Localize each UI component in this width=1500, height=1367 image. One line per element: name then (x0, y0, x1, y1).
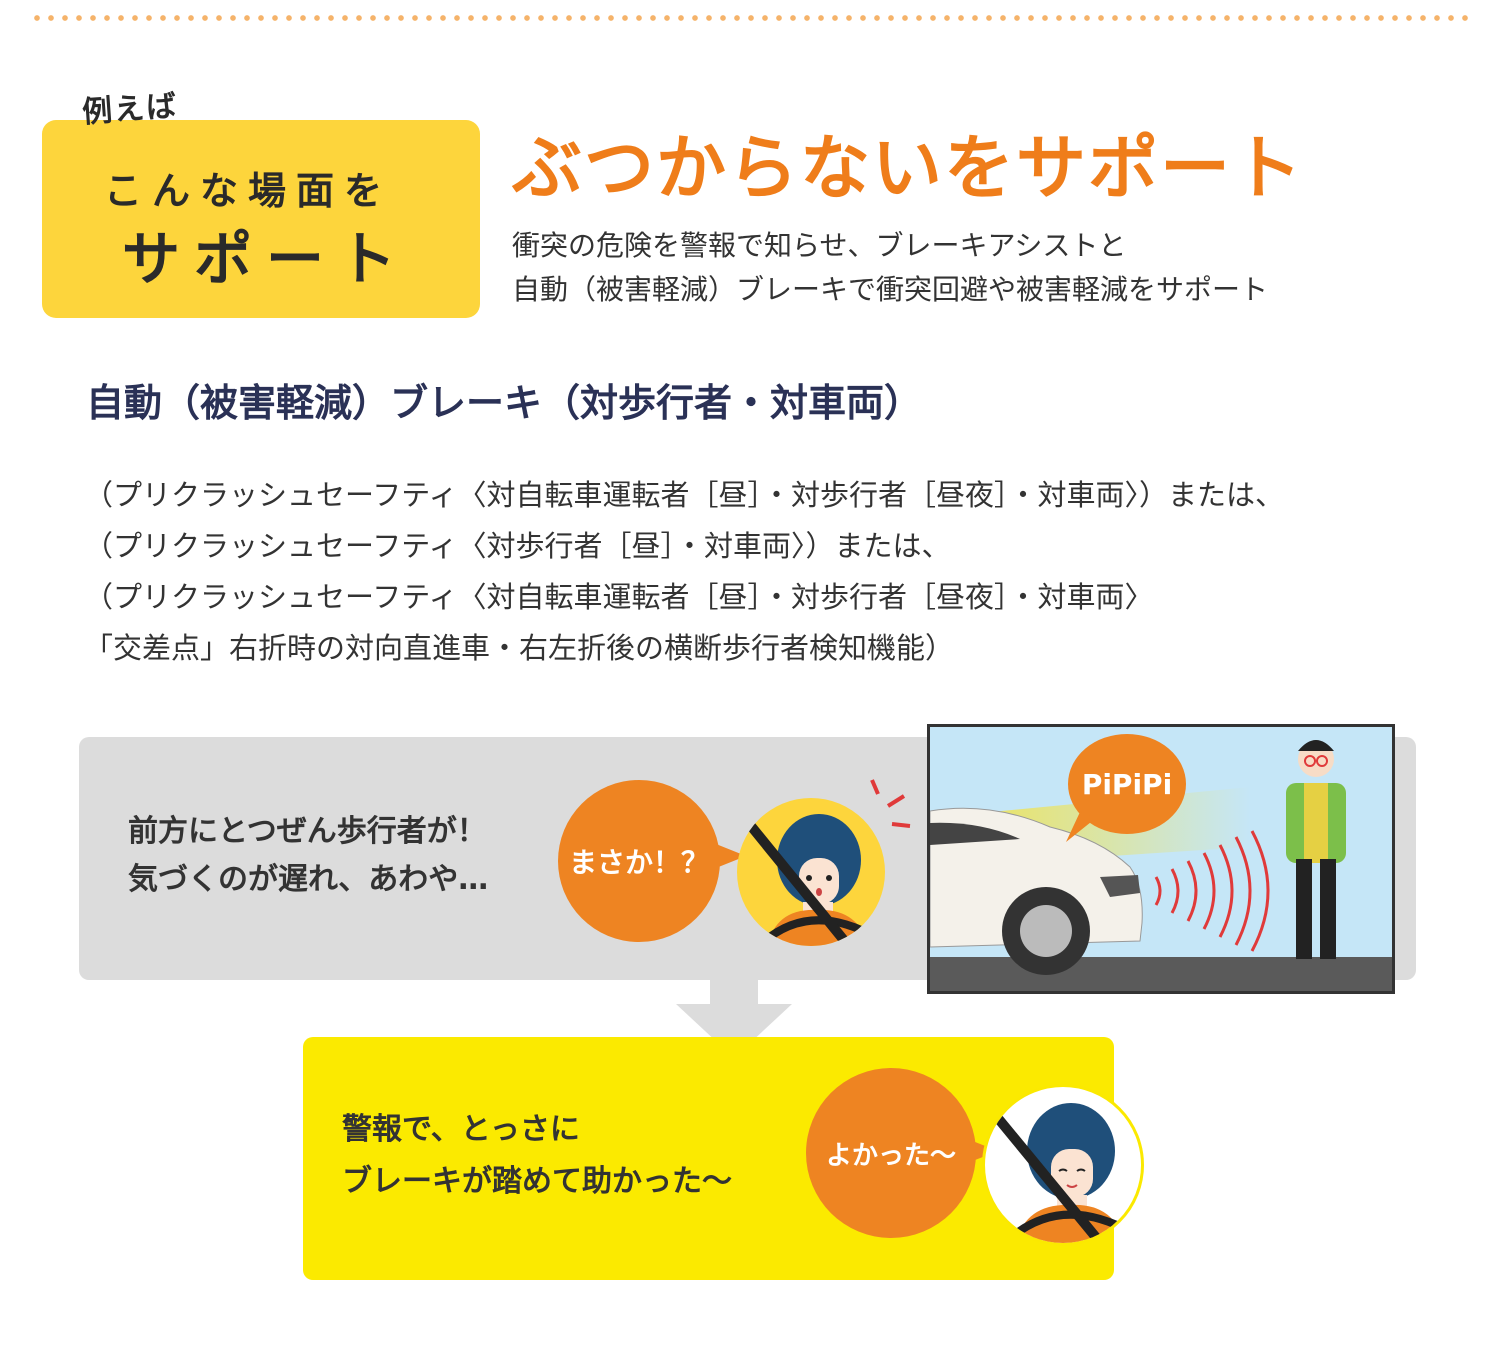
relief-bubble-text: よかった〜 (825, 1140, 956, 1171)
feature-notes: （プリクラッシュセーフティ〈対自転車運転者［昼］・対歩行者［昼夜］・対車両〉）ま… (84, 470, 1464, 674)
down-arrow-icon (676, 978, 792, 1058)
badge-line-1: 例えば (81, 88, 180, 131)
driver-relieved-icon (982, 1084, 1144, 1246)
surprise-speech-bubble: まさか！？ (558, 780, 720, 942)
scenario-1-line-1: 前方にとつぜん歩行者が！ (128, 814, 487, 849)
subtext-line-2: 自動（被害軽減）ブレーキで衝突回避や被害軽減をサポート (512, 273, 1269, 306)
surprise-bubble-text: まさか！？ (568, 846, 709, 879)
subtext: 衝突の危険を警報で知らせ、ブレーキアシストと 自動（被害軽減）ブレーキで衝突回避… (512, 224, 1472, 312)
alert-bubble-tail-icon (1066, 812, 1096, 842)
alert-bubble-text: PiPiPi (1081, 767, 1173, 801)
note-line: （プリクラッシュセーフティ〈対自転車運転者［昼］・対歩行者［昼夜］・対車両〉 (84, 580, 1154, 614)
badge-line-2: こんな場面を (104, 169, 393, 213)
scenario-2-text: 警報で、とっさに ブレーキが踏めて助かった〜 (342, 1104, 732, 1208)
relief-speech-bubble: よかった〜 (806, 1068, 976, 1238)
subtext-line-1: 衝突の危険を警報で知らせ、ブレーキアシストと (512, 229, 1127, 262)
alarm-lines-icon (870, 779, 911, 828)
scenario-1-line-2: 気づくのが遅れ、あわや… (128, 862, 489, 897)
scenario-1-text: 前方にとつぜん歩行者が！ 気づくのが遅れ、あわや… (128, 808, 488, 904)
driver-surprised-icon (737, 798, 885, 946)
scene-badge (42, 120, 480, 318)
dotted-divider (30, 14, 1470, 22)
note-line: （プリクラッシュセーフティ〈対自転車運転者［昼］・対歩行者［昼夜］・対車両〉）ま… (84, 478, 1285, 512)
scenario-2-line-1: 警報で、とっさに (342, 1112, 580, 1147)
car-pedestrian-scene (927, 724, 1395, 994)
note-line: （プリクラッシュセーフティ〈対歩行者［昼］・対車両〉）または、 (84, 529, 951, 563)
scenario-2-line-2: ブレーキが踏めて助かった〜 (342, 1164, 732, 1199)
note-line: 「交差点」右折時の対向直進車・右左折後の横断歩行者検知機能） (84, 631, 955, 665)
badge-line-3: サポート (122, 225, 411, 293)
section-title: 自動（被害軽減）ブレーキ（対歩行者・対車両） (86, 381, 923, 425)
headline: ぶつからないをサポート (512, 127, 1304, 209)
bubble-tail-icon (716, 844, 746, 868)
